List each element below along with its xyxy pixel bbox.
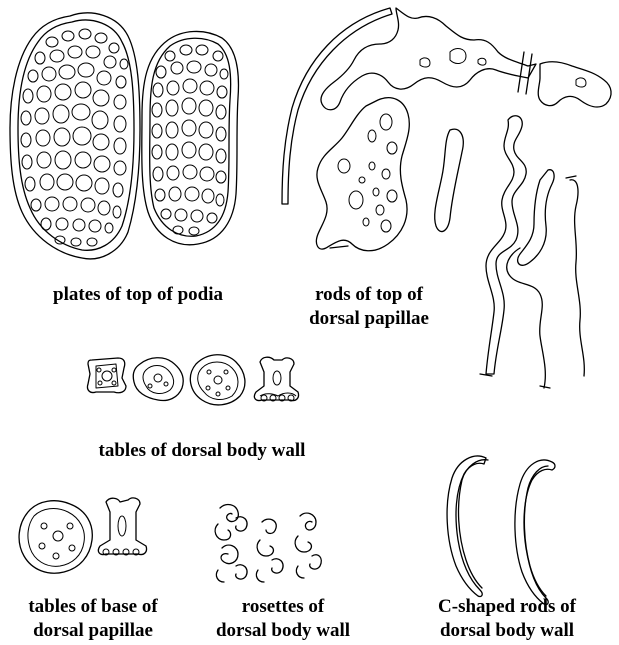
label-rosettes: rosettes of dorsal body wall	[188, 595, 378, 643]
label-papillae-rods: rods of top of dorsal papillae	[274, 283, 464, 331]
rosettes	[215, 505, 321, 582]
label-dorsal-tables-text: tables of dorsal body wall	[99, 440, 306, 461]
label-base-tables-line2: dorsal papillae	[0, 619, 186, 643]
podia-plate-left	[10, 13, 140, 259]
label-podia-plates: plates of top of podia	[10, 283, 266, 307]
label-podia-plates-text: plates of top of podia	[53, 284, 223, 305]
label-base-tables-line1: tables of base of	[0, 595, 186, 619]
papillae-rods	[282, 8, 611, 388]
label-papillae-rods-line2: dorsal papillae	[274, 307, 464, 331]
label-c-rods: C-shaped rods of dorsal body wall	[402, 595, 612, 643]
dorsal-tables	[87, 355, 298, 405]
podia-plate-right	[142, 31, 239, 244]
label-rosettes-line2: dorsal body wall	[188, 619, 378, 643]
label-c-rods-line2: dorsal body wall	[402, 619, 612, 643]
label-c-rods-line1: C-shaped rods of	[402, 595, 612, 619]
base-tables	[19, 498, 146, 573]
c-shaped-rods	[447, 456, 555, 605]
label-rosettes-line1: rosettes of	[188, 595, 378, 619]
label-dorsal-tables: tables of dorsal body wall	[60, 439, 344, 463]
label-papillae-rods-line1: rods of top of	[274, 283, 464, 307]
label-base-tables: tables of base of dorsal papillae	[0, 595, 186, 643]
